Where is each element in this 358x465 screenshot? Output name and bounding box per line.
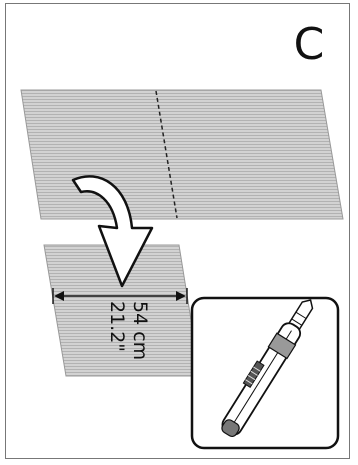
fabric-panel-full: [20, 89, 344, 220]
utility-knife-icon: [221, 299, 314, 438]
dimension-metric-label: 54 cm: [129, 301, 151, 361]
fold-line: [155, 90, 178, 219]
curved-arrow-down-icon: [71, 175, 154, 288]
step-letter: C: [293, 19, 325, 70]
tool-inset: [190, 296, 340, 450]
dimension-imperial-label: 21.2": [106, 301, 128, 353]
